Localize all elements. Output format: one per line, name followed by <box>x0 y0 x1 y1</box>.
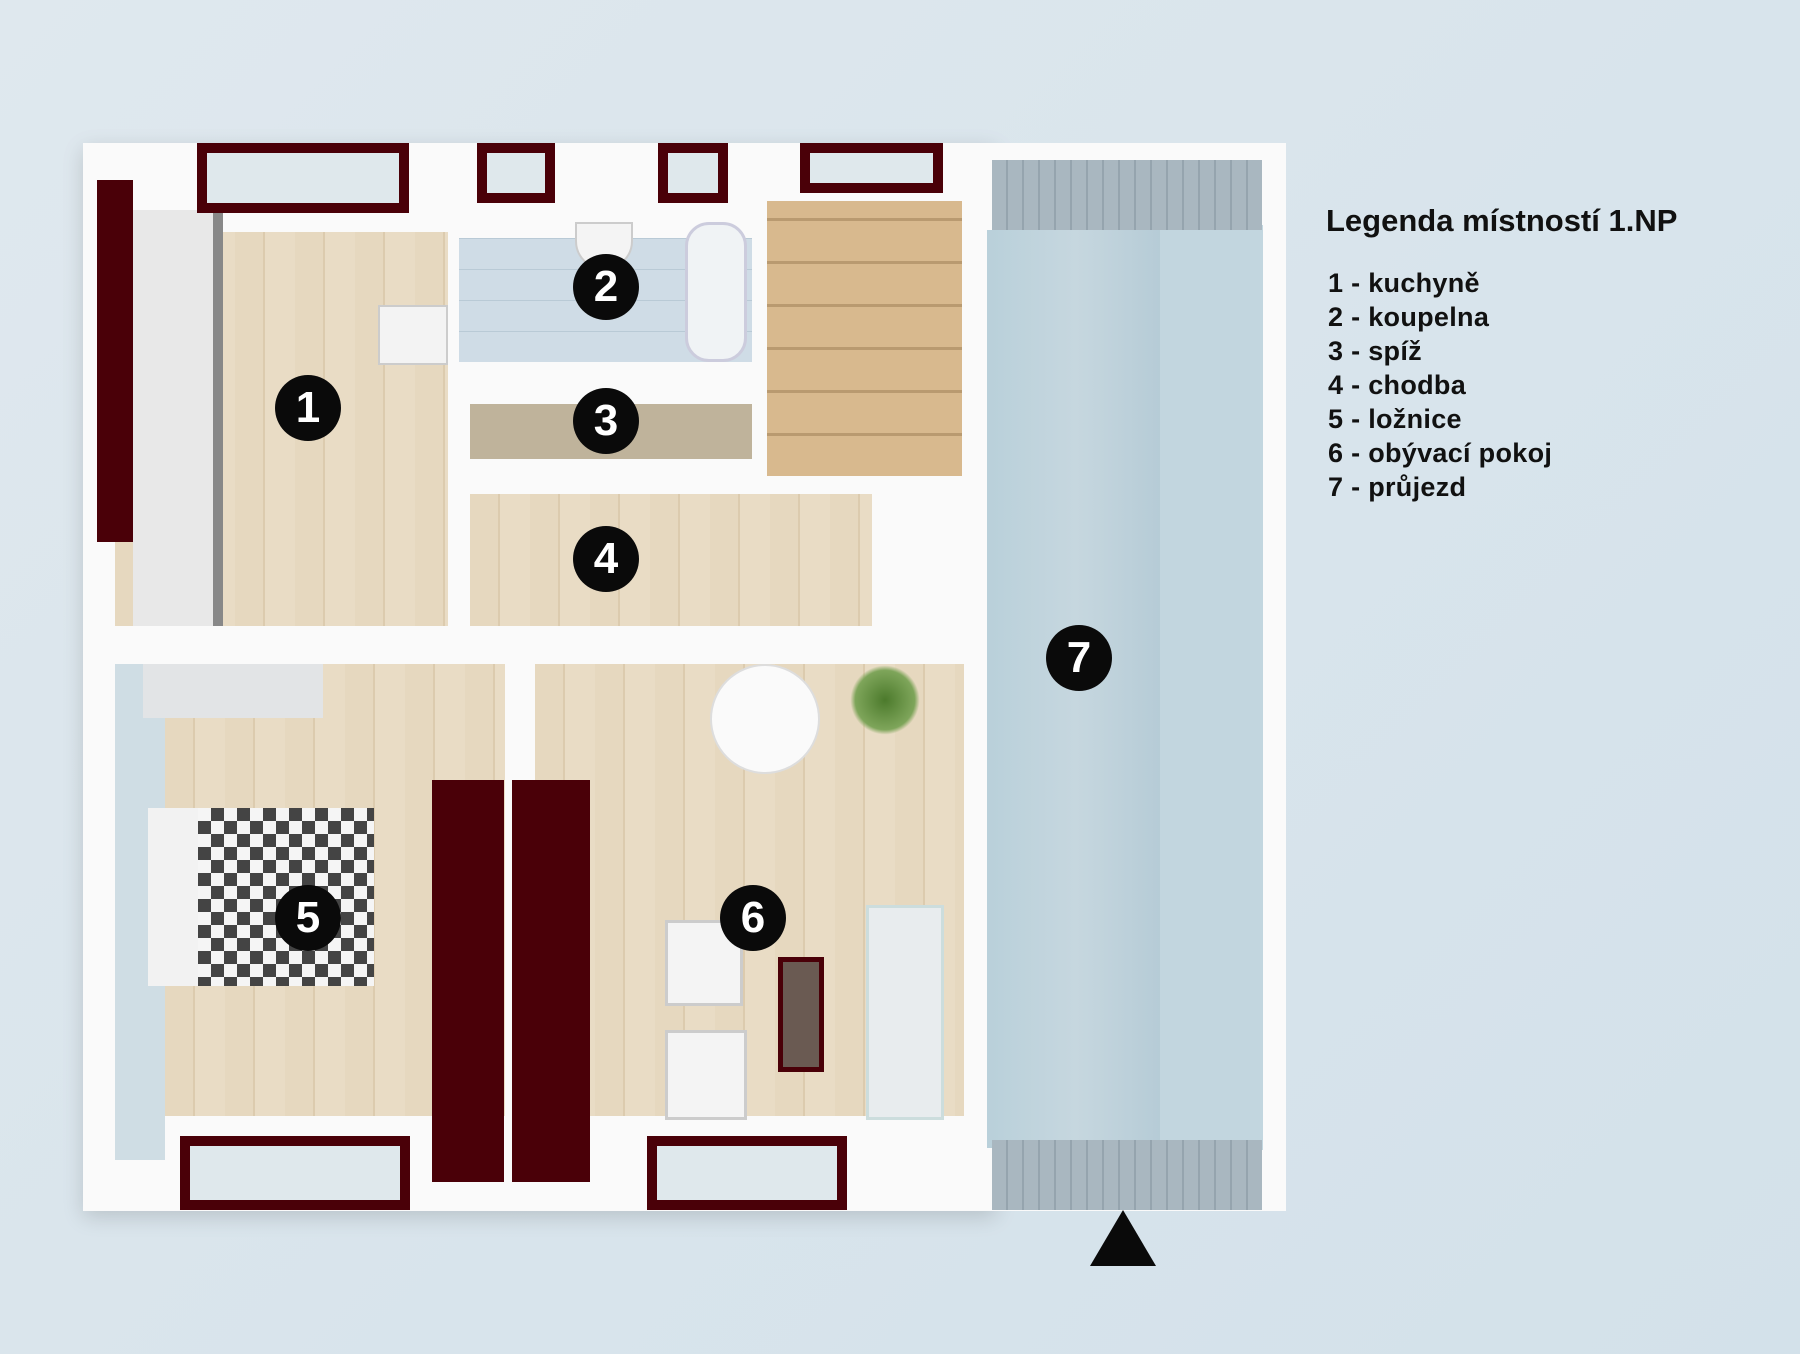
window <box>800 143 943 193</box>
round-table <box>710 664 820 774</box>
room-marker-4: 4 <box>573 526 639 592</box>
room-marker-5: 5 <box>275 885 341 951</box>
kitchen-counter <box>97 180 133 542</box>
room-marker-6: 6 <box>720 885 786 951</box>
dining-table <box>378 305 448 365</box>
bookshelf-left <box>432 780 504 1182</box>
legend-item: 5 - ložnice <box>1328 404 1462 434</box>
wardrobe <box>143 664 323 718</box>
staircase <box>767 201 962 476</box>
legend-item: 2 - koupelna <box>1328 302 1490 332</box>
room-marker-2: 2 <box>573 254 639 320</box>
legend-item: 3 - spíž <box>1328 336 1422 366</box>
coffee-table <box>778 957 824 1072</box>
legend-item: 6 - obývací pokoj <box>1328 438 1553 468</box>
bookshelf-right <box>512 780 590 1182</box>
passage-side <box>1160 225 1263 1150</box>
window <box>180 1136 410 1210</box>
window <box>647 1136 847 1210</box>
bathtub <box>685 222 747 362</box>
bed <box>148 808 374 986</box>
legend-item: 7 - průjezd <box>1328 472 1467 502</box>
legend-item: 4 - chodba <box>1328 370 1467 400</box>
passage-ramp-bottom <box>992 1140 1262 1210</box>
room-marker-1: 1 <box>275 375 341 441</box>
sofa <box>866 905 944 1120</box>
room-marker-3: 3 <box>573 388 639 454</box>
entrance-arrow-icon <box>1090 1210 1156 1266</box>
room-marker-7: 7 <box>1046 625 1112 691</box>
legend-item: 1 - kuchyně <box>1328 268 1480 298</box>
kitchen-cabinets <box>133 210 223 626</box>
room-hallway <box>470 494 872 626</box>
window <box>477 143 555 203</box>
armchair <box>665 1030 747 1120</box>
window <box>658 143 728 203</box>
window <box>197 143 409 213</box>
passage-ramp-top <box>992 160 1262 230</box>
legend-title: Legenda místností 1.NP <box>1326 203 1678 238</box>
plant <box>850 665 920 735</box>
